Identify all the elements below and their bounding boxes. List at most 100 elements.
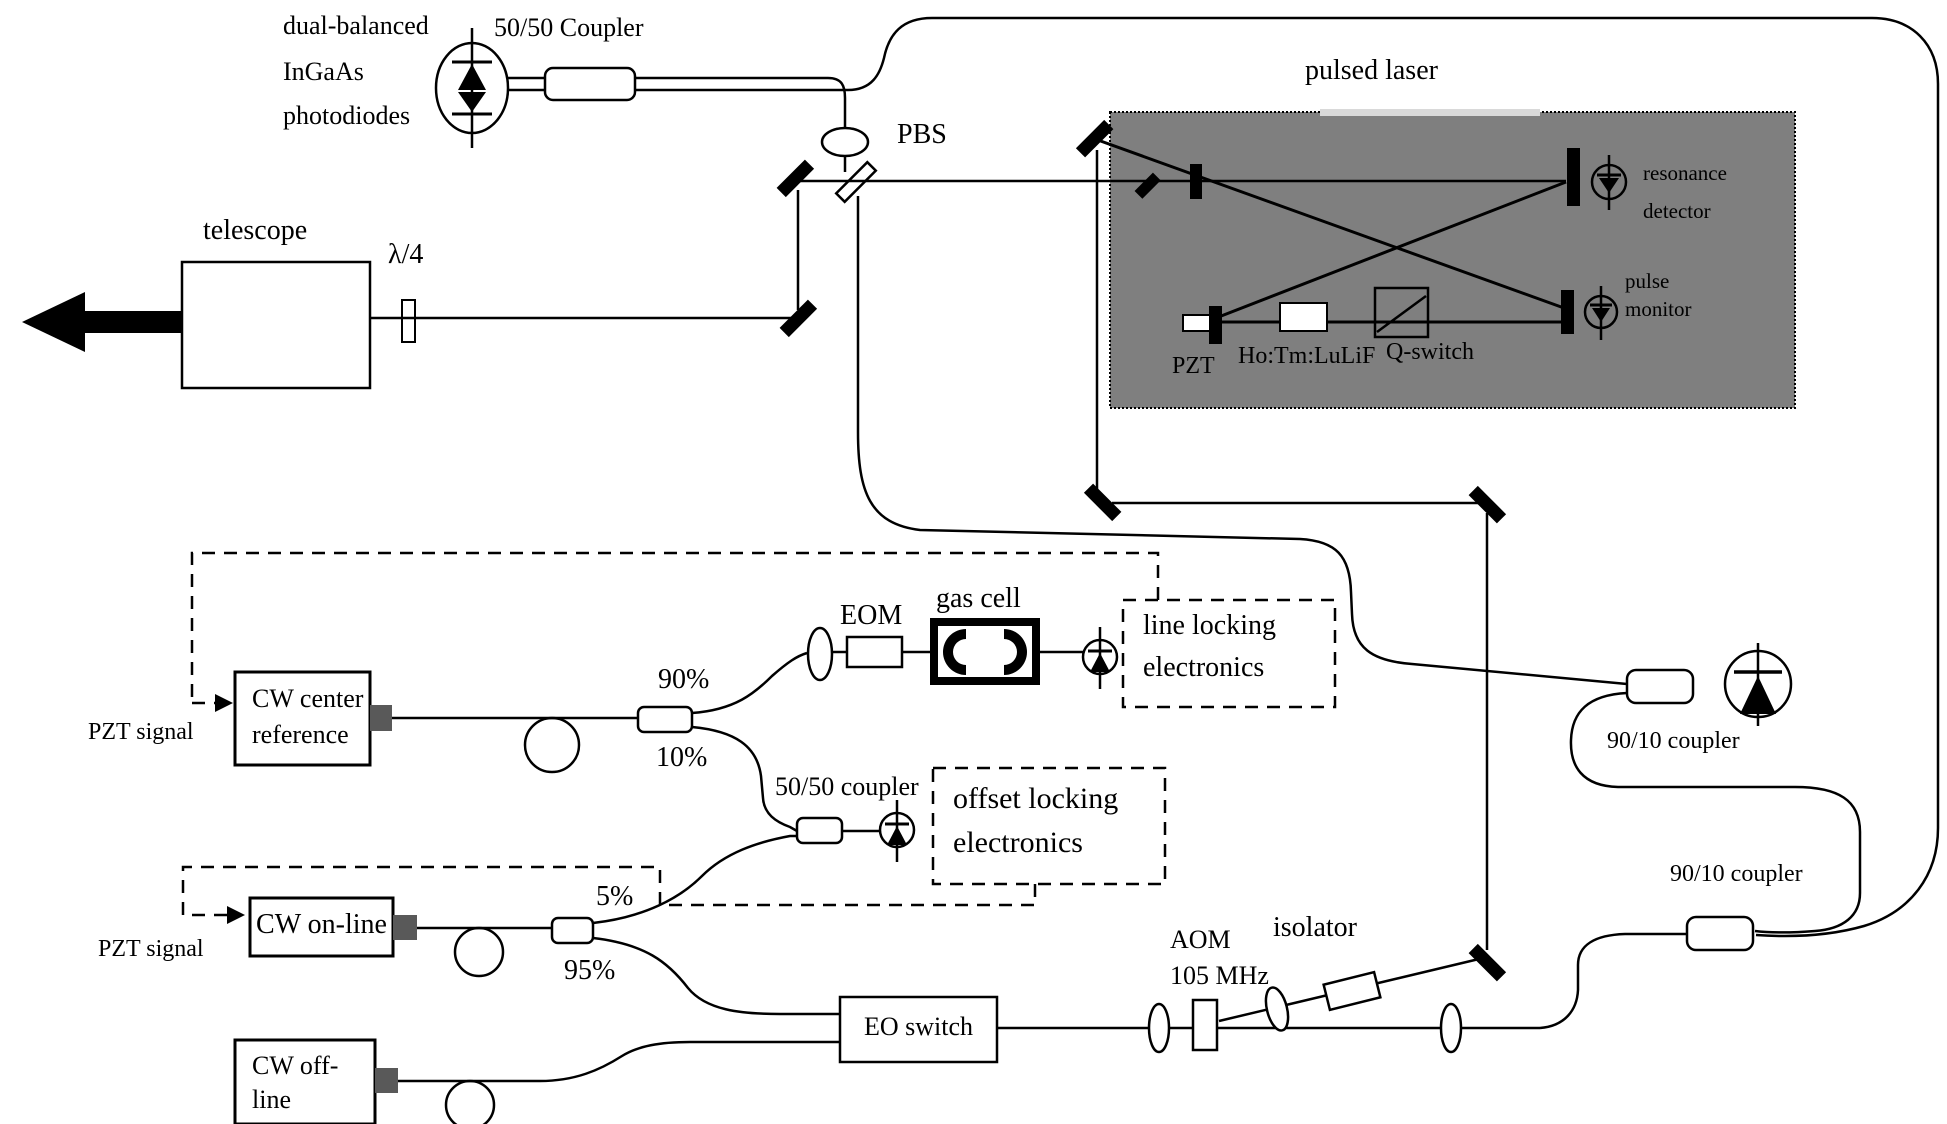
fiber-connector-icon xyxy=(375,1068,398,1093)
lens-icon xyxy=(1147,1002,1171,1054)
pbs-lens-icon xyxy=(820,126,870,158)
label-line-locking-2: electronics xyxy=(1143,652,1265,683)
lens-icon xyxy=(806,626,834,682)
label-5050-coupler-top: 50/50 Coupler xyxy=(494,13,644,42)
mirror-icon xyxy=(1075,119,1114,158)
9010-coupler-a-icon xyxy=(1625,668,1695,705)
9505-splitter-icon xyxy=(550,916,595,945)
offset-photodiode-icon xyxy=(878,800,916,862)
fiber-10pct xyxy=(691,725,798,833)
label-gas-cell: gas cell xyxy=(936,583,1021,614)
label-line-locking-1: line locking xyxy=(1143,610,1276,641)
label-offset-locking-1: offset locking xyxy=(953,782,1119,815)
9010-splitter-icon xyxy=(636,705,694,734)
label-cw-online: CW on-line xyxy=(256,909,387,940)
fiber-95pct xyxy=(592,936,840,1016)
label-pulsed-laser: pulsed laser xyxy=(1305,55,1438,86)
polarizer-icon xyxy=(1134,172,1161,199)
pzt-mirror-icon xyxy=(1209,306,1222,344)
label-resonance-2: detector xyxy=(1643,199,1711,223)
label-cw-center-2: reference xyxy=(252,720,349,749)
5050-splitter-icon xyxy=(795,816,844,845)
fiber-outer-loop xyxy=(635,16,1940,938)
label-eo-switch: EO switch xyxy=(863,1012,974,1041)
telescope-box xyxy=(180,260,372,390)
mirror-icon xyxy=(1468,485,1507,524)
label-aom: AOM xyxy=(1170,925,1231,954)
label-pzt-signal-bottom: PZT signal xyxy=(98,936,204,962)
arrowhead-icon xyxy=(227,906,245,924)
label-5050-small: 50/50 coupler xyxy=(775,772,919,801)
label-pzt-signal-top: PZT signal xyxy=(88,719,194,745)
label-quarter-wave: λ/4 xyxy=(388,239,424,270)
label-cw-offline-1: CW off- xyxy=(252,1051,339,1080)
pzt-stack-icon xyxy=(1182,314,1212,332)
label-ingaas: InGaAs xyxy=(283,57,364,86)
lens-icon xyxy=(1439,1002,1463,1054)
quarter-waveplate-icon xyxy=(401,299,416,343)
line-locking-box xyxy=(1121,598,1337,709)
fiber-loop-icon xyxy=(453,926,505,978)
gain-medium-icon xyxy=(1279,302,1328,332)
fiber-pbs-to-9010 xyxy=(856,196,1628,686)
label-pbs: PBS xyxy=(897,119,947,150)
pulsed-laser-box xyxy=(1109,109,1796,409)
etalon-icon xyxy=(1190,164,1202,199)
label-qswitch: Q-switch xyxy=(1386,339,1474,365)
mirror-icon xyxy=(779,299,818,338)
mirror-icon xyxy=(1468,943,1507,982)
beam-lines xyxy=(370,179,1566,320)
fiber-coupler-to-pbs xyxy=(635,76,847,127)
fiber-connector-icon xyxy=(370,705,392,731)
label-9010-a: 90/10 coupler xyxy=(1607,728,1740,754)
fiber-90pct xyxy=(691,651,808,715)
resonance-detector-photodiode-icon xyxy=(1590,155,1628,210)
laser-cavity xyxy=(1075,119,1628,492)
fiber-5pct xyxy=(592,834,797,925)
mirror-icon xyxy=(1083,483,1122,522)
eom-icon xyxy=(845,635,904,669)
label-resonance-1: resonance xyxy=(1643,161,1727,185)
9010-coupler-b-icon xyxy=(1685,915,1755,952)
label-gain: Ho:Tm:LuLiF xyxy=(1238,343,1376,369)
fiber-loop-icon xyxy=(523,716,581,774)
pulse-monitor-photodiode-icon xyxy=(1583,286,1619,340)
label-95pct: 95% xyxy=(564,955,616,986)
fiber-connector-icon xyxy=(393,915,417,940)
q-switch-icon xyxy=(1373,286,1430,339)
mirror-icon xyxy=(776,159,815,198)
pzt-feedback-online xyxy=(181,865,1037,917)
label-90pct: 90% xyxy=(658,664,710,695)
fiber-offline-to-switch xyxy=(539,1040,840,1083)
offset-locking-box xyxy=(931,766,1167,886)
mirror-icon xyxy=(1561,290,1574,334)
gas-cell-photodiode-icon xyxy=(1081,627,1119,689)
fiber-pd-to-coupler xyxy=(508,76,545,92)
mirror-icon xyxy=(1567,148,1580,206)
label-9010-b: 90/10 coupler xyxy=(1670,861,1803,887)
label-aom-freq: 105 MHz xyxy=(1170,961,1269,990)
isolator-icon xyxy=(1322,970,1382,1012)
aom-icon xyxy=(1191,998,1219,1052)
label-telescope: telescope xyxy=(203,215,308,246)
label-cw-center-1: CW center xyxy=(252,684,364,713)
fiber-loop-icon xyxy=(444,1079,496,1124)
arrowhead-icon xyxy=(215,694,233,712)
dual-balanced-photodiode-icon xyxy=(434,28,510,148)
lens-icon xyxy=(1264,986,1290,1032)
label-isolator: isolator xyxy=(1273,912,1357,943)
fiber-9010a-to-9010b xyxy=(1569,691,1862,934)
monitor-photodiode-icon xyxy=(1723,643,1793,726)
fiber-to-9010b xyxy=(1539,932,1687,1030)
label-dual-balanced: dual-balanced xyxy=(283,11,429,40)
label-pulse-2: monitor xyxy=(1625,297,1692,321)
eo-switch-box xyxy=(838,995,999,1064)
top-5050-coupler-icon xyxy=(543,66,637,102)
label-pulse-1: pulse xyxy=(1625,269,1670,293)
label-photodiodes: photodiodes xyxy=(283,101,411,130)
label-offset-locking-2: electronics xyxy=(953,826,1083,859)
laser-box-light-strip xyxy=(1320,109,1540,116)
seed-relay xyxy=(1083,483,1507,982)
